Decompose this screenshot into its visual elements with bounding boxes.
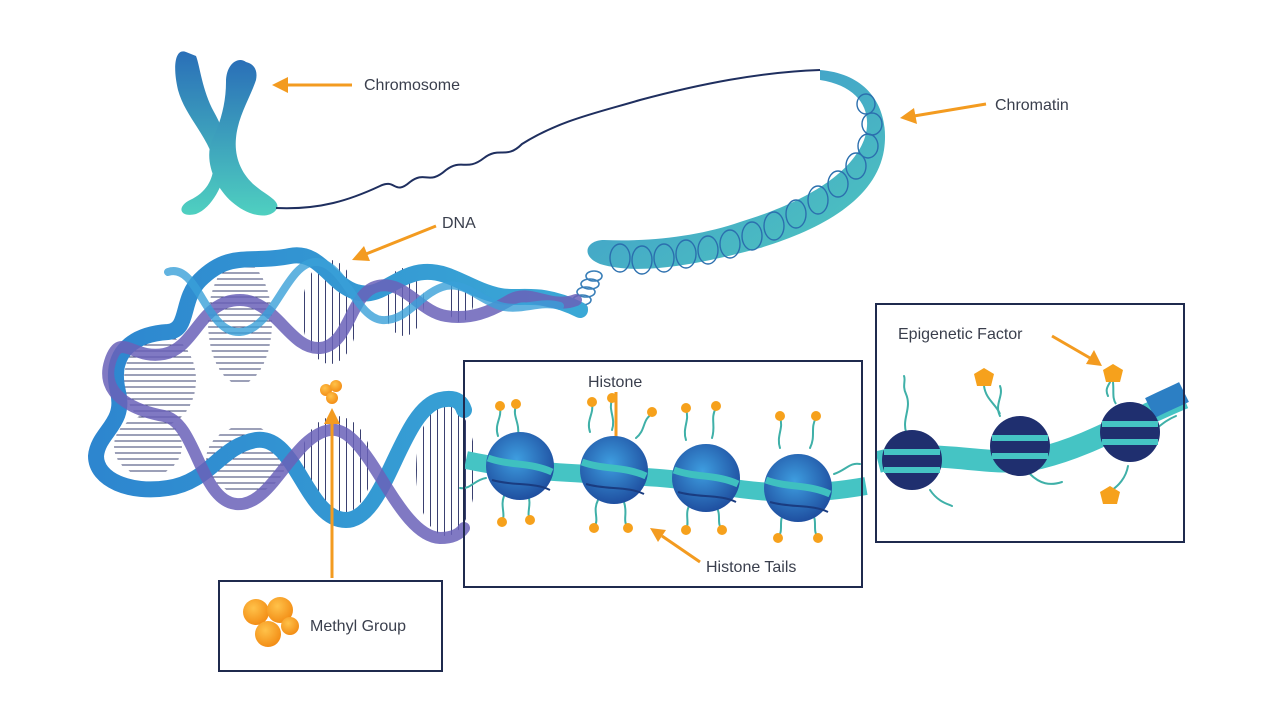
label-dna: DNA — [442, 215, 476, 232]
arrow-chromatin — [900, 102, 987, 124]
epigenetic-factor-box — [875, 303, 1185, 543]
chromosome-shape — [175, 51, 278, 216]
arrow-histone-tails — [650, 528, 701, 564]
histone-tail-marks — [495, 393, 823, 543]
label-histone-tails: Histone Tails — [706, 559, 796, 576]
methyl-group-legend-box — [218, 580, 443, 672]
arrow-dna — [352, 224, 437, 261]
arrow-methyl-group — [324, 408, 340, 578]
dna-thread — [275, 69, 821, 210]
methyl-group-icon — [243, 597, 299, 647]
methyl-group-mark — [320, 380, 342, 404]
label-chromatin: Chromatin — [995, 97, 1069, 114]
chromatin-loop — [568, 70, 886, 314]
condensed-histone-2 — [990, 416, 1050, 476]
condensed-histone-1 — [882, 430, 942, 490]
condensed-histone-3 — [1100, 402, 1160, 462]
label-chromosome: Chromosome — [364, 77, 460, 94]
arrow-chromosome — [272, 77, 352, 93]
histone-3 — [672, 444, 740, 512]
label-histone: Histone — [588, 374, 642, 391]
dna-double-helix — [87, 247, 588, 545]
epigenetic-factor-shapes — [974, 364, 1123, 504]
label-methyl-group: Methyl Group — [310, 618, 406, 635]
histone-4 — [764, 454, 832, 522]
nucleosome-strand — [459, 393, 868, 543]
histone-box — [463, 360, 863, 588]
histone-1 — [486, 432, 554, 500]
histone-2 — [580, 436, 648, 504]
arrow-epigenetic-factor — [1051, 334, 1102, 366]
label-epigenetic-factor: Epigenetic Factor — [898, 326, 1023, 343]
condensed-chromatin-strand — [875, 364, 1189, 507]
